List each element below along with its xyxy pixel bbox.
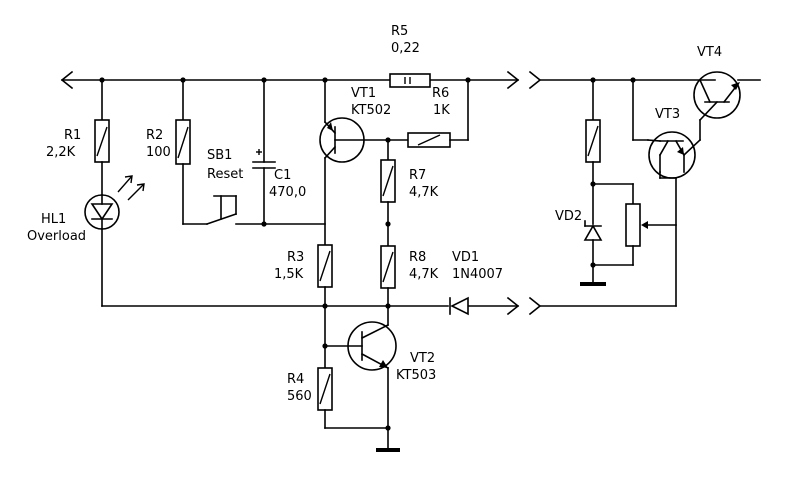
label-hl1-value: Overload [27,229,87,244]
label-r1-ref: R1 [64,128,82,143]
label-vd1-value: 1N4007 [452,267,504,282]
transistor-vt2 [324,321,397,371]
label-r8-value: 4,7K [409,267,439,282]
label-vt1-ref: VT1 [351,86,377,101]
label-r3-value: 1,5K [274,267,304,282]
button-sb1 [213,195,237,220]
label-r2-ref: R2 [146,128,164,143]
label-vt1-value: KT502 [351,103,392,118]
label-c1-value: 470,0 [269,185,307,200]
label-sb1-ref: SB1 [207,148,233,163]
label-r7-value: 4,7K [409,185,439,200]
label-r7-ref: R7 [409,168,427,183]
label-vt3-ref: VT3 [655,107,681,122]
label-r6-value: 1K [433,103,450,118]
label-r5-ref: R5 [391,24,409,39]
diode-vd1 [449,296,469,316]
transistor-vt4 [693,71,741,122]
transistor-vt3 [647,131,696,179]
label-r4-ref: R4 [287,372,305,387]
label-c1-ref: C1 [274,168,292,183]
right-section [528,70,761,316]
label-vd2-ref: VD2 [555,209,583,224]
label-hl1-ref: HL1 [41,212,67,227]
junction-dots [99,77,471,431]
label-r6-ref: R6 [432,86,450,101]
label-vt2-value: KT503 [396,368,437,383]
label-r3-ref: R3 [287,250,305,265]
label-vt4-ref: VT4 [697,45,723,60]
potentiometer [625,203,641,247]
label-r4-value: 560 [287,389,312,404]
label-r5-value: 0,22 [391,41,420,56]
label-r8-ref: R8 [409,250,427,265]
label-r1-value: 2,2K [46,145,76,160]
led-hl1 [84,175,145,230]
label-r2-value: 100 [146,145,171,160]
label-vt2-ref: VT2 [410,351,436,366]
label-sb1-value: Reset [207,167,244,182]
label-vd1-ref: VD1 [452,250,480,265]
top-rail [60,70,520,90]
